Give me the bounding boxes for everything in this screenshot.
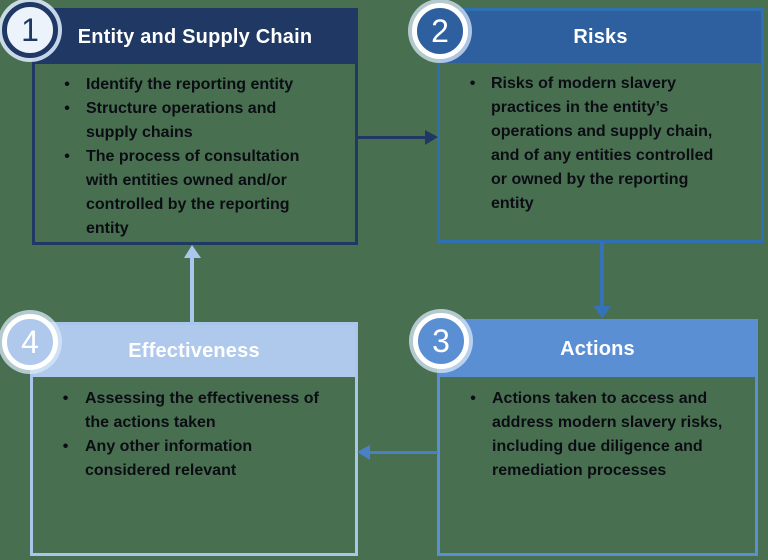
bullet-icon: •	[64, 148, 70, 165]
step-1-bullet-list: • Identify the reporting entity • Struct…	[35, 64, 355, 241]
arrow-step1-to-step2-icon	[357, 130, 438, 145]
arrow-step3-to-step4-icon	[357, 445, 438, 460]
step-4-number: 4	[21, 323, 39, 360]
list-item: • Structure operations and supply chains	[35, 97, 355, 145]
bullet-text: Any other information considered relevan…	[85, 438, 253, 479]
bullet-icon: •	[64, 100, 70, 117]
step-1-title: Entity and Supply Chain	[77, 26, 313, 48]
step-3-number-badge: 3	[413, 313, 469, 369]
step-3-header: Actions	[440, 322, 755, 377]
step-3-number: 3	[432, 322, 450, 359]
arrow-shaft	[357, 136, 427, 139]
step-3-title: Actions	[560, 338, 635, 360]
arrow-head	[594, 306, 611, 319]
step-4-title: Effectiveness	[128, 339, 260, 362]
step-3-box: Actions • Actions taken to access and ad…	[437, 319, 758, 556]
step-2-title: Risks	[573, 25, 628, 48]
list-item: • Risks of modern slavery practices in t…	[440, 72, 761, 216]
bullet-text: Structure operations and supply chains	[86, 100, 277, 141]
bullet-text: Identify the reporting entity	[86, 76, 294, 93]
bullet-text: Assessing the effectiveness of the actio…	[85, 390, 319, 431]
arrow-shaft	[600, 242, 604, 308]
bullet-icon: •	[469, 75, 476, 92]
bullet-text: Risks of modern slavery practices in the…	[491, 75, 714, 212]
arrow-shaft	[190, 257, 194, 323]
list-item: • Identify the reporting entity	[35, 73, 355, 97]
bullet-icon: •	[62, 390, 69, 407]
step-4-number-badge: 4	[2, 314, 58, 370]
step-2-header: Risks	[440, 11, 761, 63]
step-1-header: Entity and Supply Chain	[35, 11, 355, 64]
step-1-number: 1	[21, 11, 39, 48]
step-3-bullet-list: • Actions taken to access and address mo…	[440, 377, 755, 483]
step-2-number: 2	[431, 12, 449, 49]
list-item: • The process of consultation with entit…	[35, 145, 355, 241]
step-2-bullet-list: • Risks of modern slavery practices in t…	[440, 63, 761, 216]
step-1-box: Entity and Supply Chain • Identify the r…	[32, 8, 358, 245]
arrow-step4-to-step1-icon	[184, 245, 201, 323]
list-item: • Assessing the effectiveness of the act…	[33, 387, 355, 435]
bullet-icon: •	[64, 76, 70, 93]
bullet-icon: •	[470, 390, 476, 407]
step-1-number-badge: 1	[2, 2, 58, 58]
arrow-head	[357, 445, 370, 460]
list-item: • Any other information considered relev…	[33, 435, 355, 483]
step-2-number-badge: 2	[412, 3, 468, 59]
step-4-bullet-list: • Assessing the effectiveness of the act…	[33, 377, 355, 483]
bullet-icon: •	[62, 438, 69, 455]
bullet-text: The process of consultation with entitie…	[86, 148, 300, 237]
arrow-head	[425, 130, 438, 145]
step-4-header: Effectiveness	[33, 325, 355, 377]
bullet-text: Actions taken to access and address mode…	[492, 390, 723, 479]
step-4-box: Effectiveness • Assessing the effectiven…	[30, 322, 358, 556]
step-2-box: Risks • Risks of modern slavery practice…	[437, 8, 764, 243]
arrow-shaft	[368, 451, 438, 454]
list-item: • Actions taken to access and address mo…	[440, 387, 755, 483]
arrow-step2-to-step3-icon	[594, 242, 611, 319]
arrow-head	[184, 245, 201, 258]
